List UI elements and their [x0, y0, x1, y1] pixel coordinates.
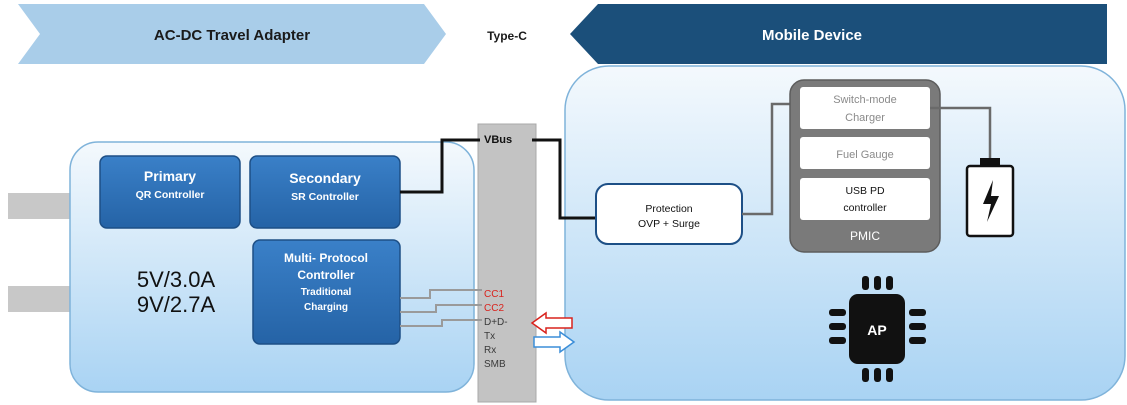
multi-protocol-title-line1: Multi- Protocol — [284, 251, 368, 265]
smb-label: SMB — [484, 359, 506, 370]
type-c-cable-bar — [477, 123, 537, 403]
adapter-banner — [18, 4, 446, 64]
pmic-label: PMIC — [850, 229, 880, 243]
cc2-label: CC2 — [484, 303, 504, 314]
primary-controller-block — [99, 155, 241, 229]
usb-pd-line1: USB PD — [845, 185, 885, 197]
secondary-title: Secondary — [289, 170, 361, 186]
multi-protocol-controller-block — [252, 239, 401, 345]
vbus-label: VBus — [484, 134, 512, 146]
fuel-gauge-label: Fuel Gauge — [836, 149, 893, 161]
rating-5v: 5V/3.0A — [137, 267, 216, 292]
charger-feed-wire — [742, 102, 796, 216]
secondary-subtitle: SR Controller — [291, 191, 359, 203]
device-banner — [570, 4, 1107, 64]
multi-protocol-sub-line2: Charging — [304, 302, 348, 313]
left-arrow-icon — [530, 311, 573, 335]
right-arrow-icon — [533, 330, 576, 354]
battery-feed-wire — [930, 106, 992, 162]
charger-line2: Charger — [845, 112, 885, 124]
plug-prong-icon — [8, 193, 74, 219]
ap-chip-icon — [829, 276, 926, 382]
dpdm-wire — [400, 319, 482, 327]
vbus-wire-adapter — [400, 138, 480, 194]
usb-pd-line2: controller — [843, 202, 887, 214]
dpdm-label: D+D- — [484, 317, 508, 328]
rating-9v: 9V/2.7A — [137, 292, 216, 317]
primary-subtitle: QR Controller — [136, 189, 205, 201]
connector-label: Type-C — [487, 29, 527, 43]
rx-label: Rx — [484, 345, 496, 356]
usb-pd-controller-box — [800, 178, 930, 220]
switch-mode-charger-box — [800, 87, 930, 129]
protection-title: Protection — [645, 203, 692, 215]
plug-prong-icon — [8, 286, 74, 312]
cc1-label: CC1 — [484, 289, 504, 300]
multi-protocol-sub-line1: Traditional — [301, 287, 352, 298]
vbus-wire-device — [532, 138, 598, 220]
fuel-gauge-box — [800, 137, 930, 169]
cc1-wire — [400, 289, 482, 299]
primary-title: Primary — [144, 168, 196, 184]
device-banner-label: Mobile Device — [762, 27, 862, 44]
cc2-wire — [400, 304, 482, 313]
battery-charging-icon — [965, 158, 1015, 238]
ap-label: AP — [867, 322, 886, 338]
tx-label: Tx — [484, 331, 495, 342]
multi-protocol-title-line2: Controller — [297, 268, 355, 282]
adapter-banner-label: AC-DC Travel Adapter — [154, 27, 310, 44]
charger-line1: Switch-mode — [833, 94, 897, 106]
protection-subtitle: OVP + Surge — [638, 218, 700, 230]
